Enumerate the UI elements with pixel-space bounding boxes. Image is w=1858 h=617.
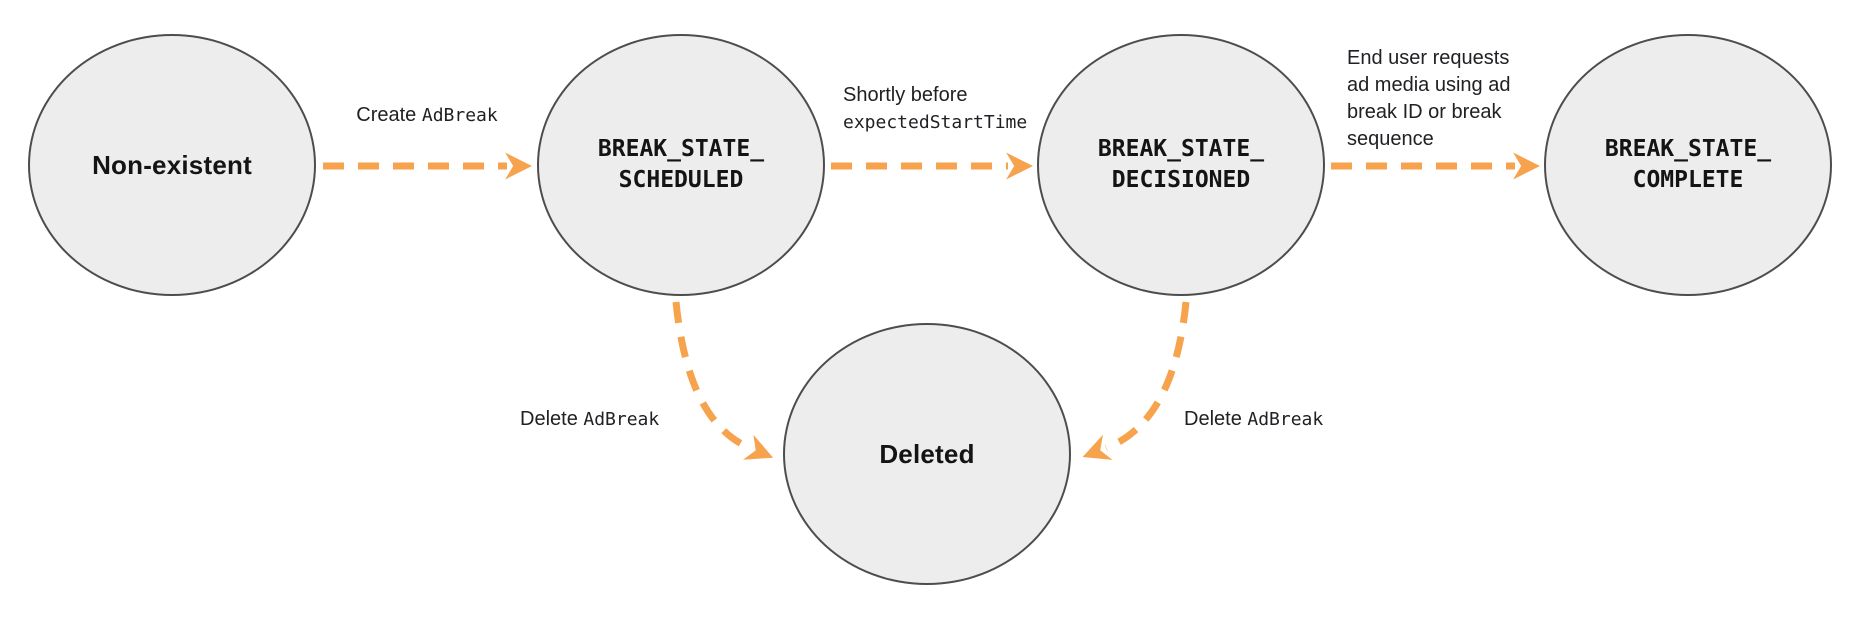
state-node-break-state-complete: BREAK_STATE_ COMPLETE: [1544, 34, 1832, 296]
edge-label-end-user-requests: End user requests ad media using ad brea…: [1347, 47, 1511, 150]
arrow-delete-adbreak-from-scheduled: [672, 301, 774, 460]
state-node-break-state-decisioned: BREAK_STATE_ DECISIONED: [1037, 34, 1325, 296]
state-node-non-existent: Non-existent: [28, 34, 316, 296]
state-node-deleted: Deleted: [783, 323, 1071, 585]
state-label: Non-existent: [92, 149, 252, 180]
state-label: Deleted: [879, 438, 975, 469]
state-label: BREAK_STATE_ DECISIONED: [1097, 136, 1265, 193]
state-label: BREAK_STATE_ SCHEDULED: [597, 136, 765, 193]
edge-label-create-adbreak: Create AdBreak: [356, 104, 498, 126]
edge-label-delete-adbreak-left: Delete AdBreak: [520, 408, 660, 430]
arrow-delete-adbreak-from-decisioned: [1082, 301, 1190, 460]
edge-label-delete-adbreak-right: Delete AdBreak: [1184, 408, 1324, 430]
state-node-break-state-scheduled: BREAK_STATE_ SCHEDULED: [537, 34, 825, 296]
state-label: BREAK_STATE_ COMPLETE: [1604, 136, 1772, 193]
